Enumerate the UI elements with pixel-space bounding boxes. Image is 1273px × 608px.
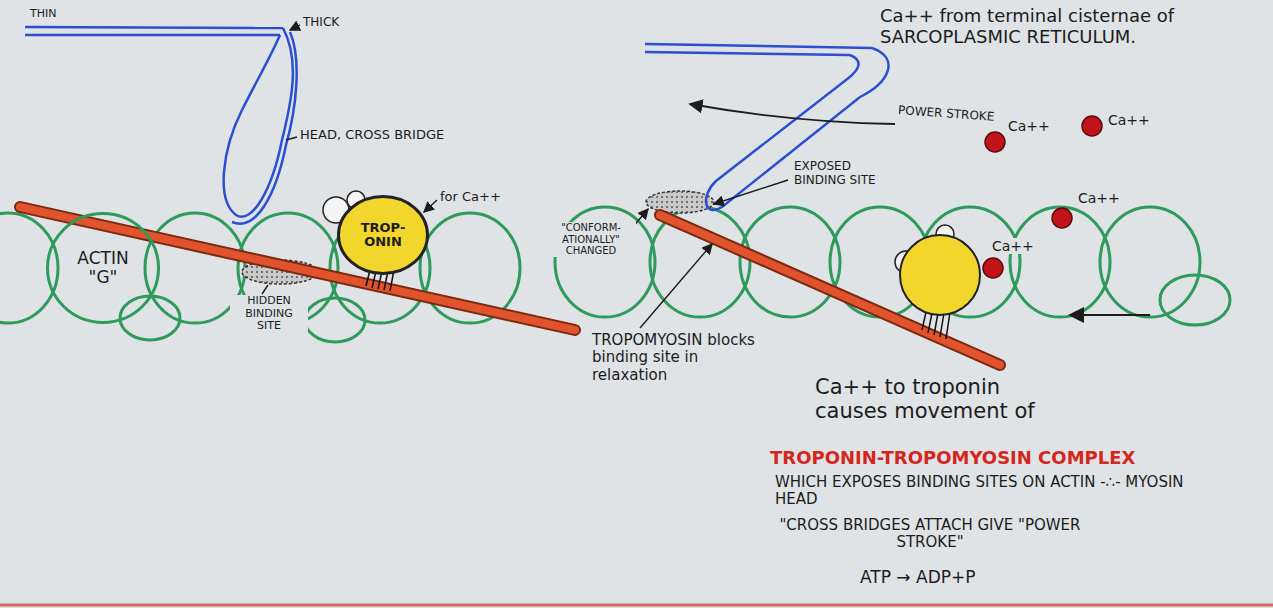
annotation-label: Ca++: [990, 238, 1036, 254]
troponin: [900, 235, 980, 315]
annotation-label: Ca++ from terminal cisternae of SARCOPLA…: [880, 6, 1180, 47]
annotation-label: Ca++ to troponin causes movement of: [815, 375, 1040, 423]
annotation-label: TROPONIN-TROPOMYOSIN COMPLEX: [770, 448, 1210, 469]
annotation-label: TROPOMYOSIN blocks binding site in relax…: [590, 332, 779, 384]
annotation-label: POWER STROKE: [898, 104, 995, 124]
annotation-label: "CROSS BRIDGES ATTACH GIVE "POWER STROKE…: [760, 517, 1100, 552]
annotation-label: ATP → ADP+P: [860, 568, 1080, 588]
node-text: ACTIN "G": [65, 249, 141, 286]
annotation-label: for Ca++: [440, 190, 501, 205]
annotation-label: THIN: [30, 8, 56, 21]
troponin-hatch: [366, 270, 950, 339]
annotation-label: Ca++: [1108, 112, 1150, 128]
annotation-label: Ca++: [1008, 118, 1050, 134]
annotation-label: THICK: [303, 16, 339, 30]
exposed-binding-site: [646, 191, 714, 213]
movement-arrow: [1070, 314, 1150, 316]
annotation-label: Ca++: [1078, 190, 1120, 206]
myosin-filament: [25, 27, 889, 224]
annotation-label: "CONFORM- ATIONALLY" CHANGED: [546, 222, 636, 257]
annotation-label: HIDDEN BINDING SITE: [230, 295, 308, 333]
actin-chain: [555, 207, 1230, 325]
leader-line: [262, 25, 788, 328]
annotation-label: EXPOSED BINDING SITE: [792, 160, 896, 188]
node-text: TROP- ONIN: [353, 221, 413, 250]
annotation-label: WHICH EXPOSES BINDING SITES ON ACTIN -∴-…: [775, 474, 1205, 509]
actin-chain: [0, 213, 520, 342]
tropomyosin: [20, 207, 1000, 365]
page-edge: [0, 604, 1273, 607]
power-stroke-arrow: [690, 104, 895, 124]
troponin-circle: TROP- ONIN: [337, 195, 429, 275]
actin-monomer: ACTIN "G": [46, 212, 160, 324]
annotation-label: HEAD, CROSS BRIDGE: [300, 128, 444, 143]
